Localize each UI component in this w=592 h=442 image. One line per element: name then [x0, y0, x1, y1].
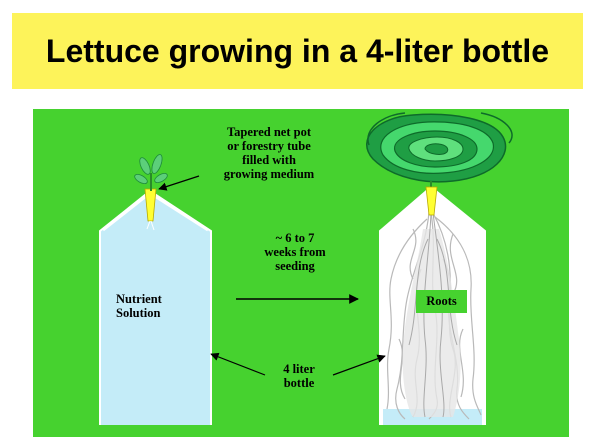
nutrient-solution-label-line-1: Nutrient: [116, 292, 162, 306]
nutrient-solution-label: Nutrient Solution: [116, 292, 162, 320]
bottle-label-line-1: 4 liter: [283, 362, 315, 376]
net-pot-label-line-2: or forestry tube: [227, 139, 311, 153]
diagram-graphics: [33, 109, 569, 437]
nutrient-solution-label-line-2: Solution: [116, 306, 161, 320]
bottle-left: [99, 189, 212, 425]
net-pot-label: Tapered net pot or forestry tube filled …: [199, 125, 339, 181]
bottle-left-shoulder: [100, 191, 211, 231]
duration-label: ~ 6 to 7 weeks from seeding: [245, 231, 345, 273]
duration-label-line-2: weeks from: [264, 245, 326, 259]
net-pot-label-line-4: growing medium: [223, 167, 315, 181]
lettuce-head-icon: [366, 112, 513, 216]
roots-label-box: [416, 290, 467, 313]
bottle-label: 4 liter bottle: [259, 362, 339, 390]
growth-diagram: Tapered net pot or forestry tube filled …: [33, 109, 569, 437]
title-banner: Lettuce growing in a 4-liter bottle: [12, 13, 583, 89]
bottle-pointer-arrow-left: [210, 352, 266, 376]
net-pot-label-line-1: Tapered net pot: [226, 125, 312, 139]
nutrient-solution-fill: [100, 231, 211, 425]
net-pot-left: [144, 188, 157, 222]
seedling-icon: [134, 154, 168, 231]
net-pot-pointer-arrow: [158, 175, 200, 191]
bottle-label-line-2: bottle: [283, 376, 315, 390]
slide-title: Lettuce growing in a 4-liter bottle: [45, 32, 550, 69]
roots-label: Roots: [426, 294, 457, 308]
duration-label-line-1: ~ 6 to 7: [275, 231, 315, 245]
roots-shading: [402, 229, 461, 417]
duration-label-line-3: seeding: [275, 259, 315, 273]
bottle-pointer-arrow-right: [332, 354, 386, 376]
net-pot-right: [425, 186, 438, 216]
net-pot-label-line-3: filled with: [242, 153, 296, 167]
